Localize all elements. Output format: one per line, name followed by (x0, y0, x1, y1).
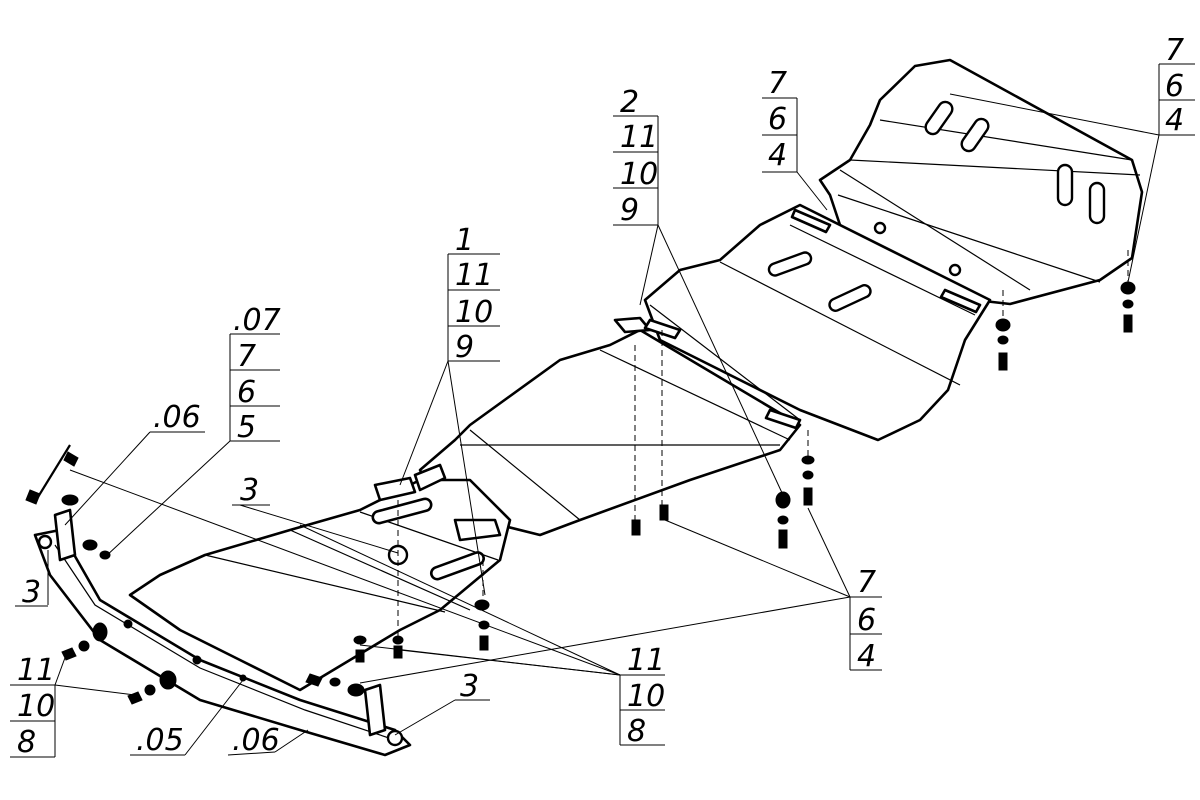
svg-text:7: 7 (237, 339, 256, 374)
front-skid-plate (128, 463, 512, 692)
svg-text:7: 7 (768, 66, 787, 101)
callout-14: 3 (455, 669, 490, 704)
svg-text:6: 6 (1165, 69, 1184, 104)
callout-9: 7 6 4 (849, 565, 882, 674)
svg-text:10: 10 (17, 689, 55, 724)
svg-text:11: 11 (17, 653, 55, 688)
svg-text:10: 10 (627, 679, 665, 714)
svg-text:11: 11 (627, 643, 665, 678)
svg-text:7: 7 (1165, 33, 1184, 68)
callout-8: 3 (15, 575, 48, 610)
svg-text:1: 1 (455, 223, 474, 258)
svg-text:11: 11 (620, 120, 658, 155)
svg-text:6: 6 (768, 102, 787, 137)
svg-text:3: 3 (240, 473, 259, 508)
svg-text:6: 6 (857, 603, 876, 638)
svg-text:5: 5 (237, 410, 256, 445)
callout-7: 3 (232, 473, 270, 508)
callout-1: 1 11 10 9 (447, 223, 500, 365)
svg-text:4: 4 (857, 639, 876, 674)
svg-text:3: 3 (460, 669, 479, 704)
svg-text:10: 10 (620, 157, 658, 192)
svg-text:7: 7 (857, 565, 876, 600)
callout-6: .06 (150, 400, 205, 435)
svg-text:.07: .07 (233, 303, 281, 338)
svg-text:.06: .06 (153, 400, 201, 435)
svg-text:10: 10 (455, 295, 493, 330)
svg-text:8: 8 (627, 714, 646, 749)
callout-2: 2 11 10 9 (613, 85, 659, 228)
svg-text:2: 2 (620, 85, 639, 120)
svg-text:.05: .05 (136, 723, 184, 758)
middle-rear-skid-plate (643, 203, 992, 442)
callout-11: 11 10 8 (10, 653, 56, 760)
svg-text:11: 11 (455, 258, 493, 293)
callout-3: 7 6 4 (762, 66, 798, 173)
svg-text:4: 4 (768, 138, 787, 173)
leader-lines (47, 93, 1160, 756)
callout-12: .05 (130, 723, 185, 758)
callout-13: .06 (227, 723, 280, 758)
svg-text:4: 4 (1165, 103, 1184, 138)
callout-4: 7 6 4 (1158, 33, 1195, 138)
callout-10: 11 10 8 (619, 643, 665, 749)
svg-text:6: 6 (237, 375, 256, 410)
svg-text:9: 9 (455, 330, 474, 365)
rear-skid-plate (818, 58, 1144, 306)
svg-text:3: 3 (22, 575, 41, 610)
callout-5: .07 7 6 5 (229, 303, 281, 445)
svg-text:8: 8 (17, 725, 36, 760)
svg-text:9: 9 (620, 193, 639, 228)
